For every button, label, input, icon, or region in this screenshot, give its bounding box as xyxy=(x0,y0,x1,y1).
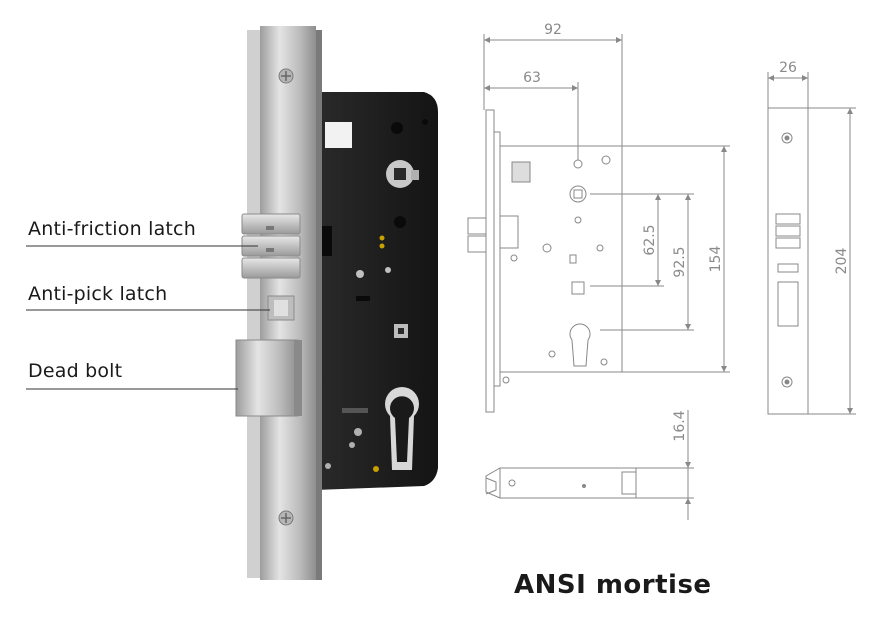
dim-width-total: 92 xyxy=(544,22,562,38)
anti-pick-latch xyxy=(267,295,295,321)
dim-faceplate-height: 204 xyxy=(834,248,850,275)
lock-case xyxy=(315,92,438,490)
dim-faceplate-width: 26 xyxy=(779,60,797,76)
dim-center-1: 62.5 xyxy=(642,224,658,255)
side-view-drawing xyxy=(467,34,730,413)
dim-center-2: 92.5 xyxy=(672,246,688,277)
label-anti-friction-latch: Anti-friction latch xyxy=(28,218,196,240)
faceplate-drawing xyxy=(767,72,856,415)
dim-backset: 63 xyxy=(523,70,541,86)
dead-bolt xyxy=(235,339,302,417)
label-dead-bolt: Dead bolt xyxy=(28,360,123,382)
caption-title: ANSI mortise xyxy=(514,570,712,600)
label-anti-pick-latch: Anti-pick latch xyxy=(28,283,168,305)
dim-body-height: 154 xyxy=(708,246,724,273)
anti-friction-latch xyxy=(241,213,301,279)
dim-latch-depth: 16.4 xyxy=(672,410,688,441)
top-view-drawing xyxy=(485,410,694,520)
